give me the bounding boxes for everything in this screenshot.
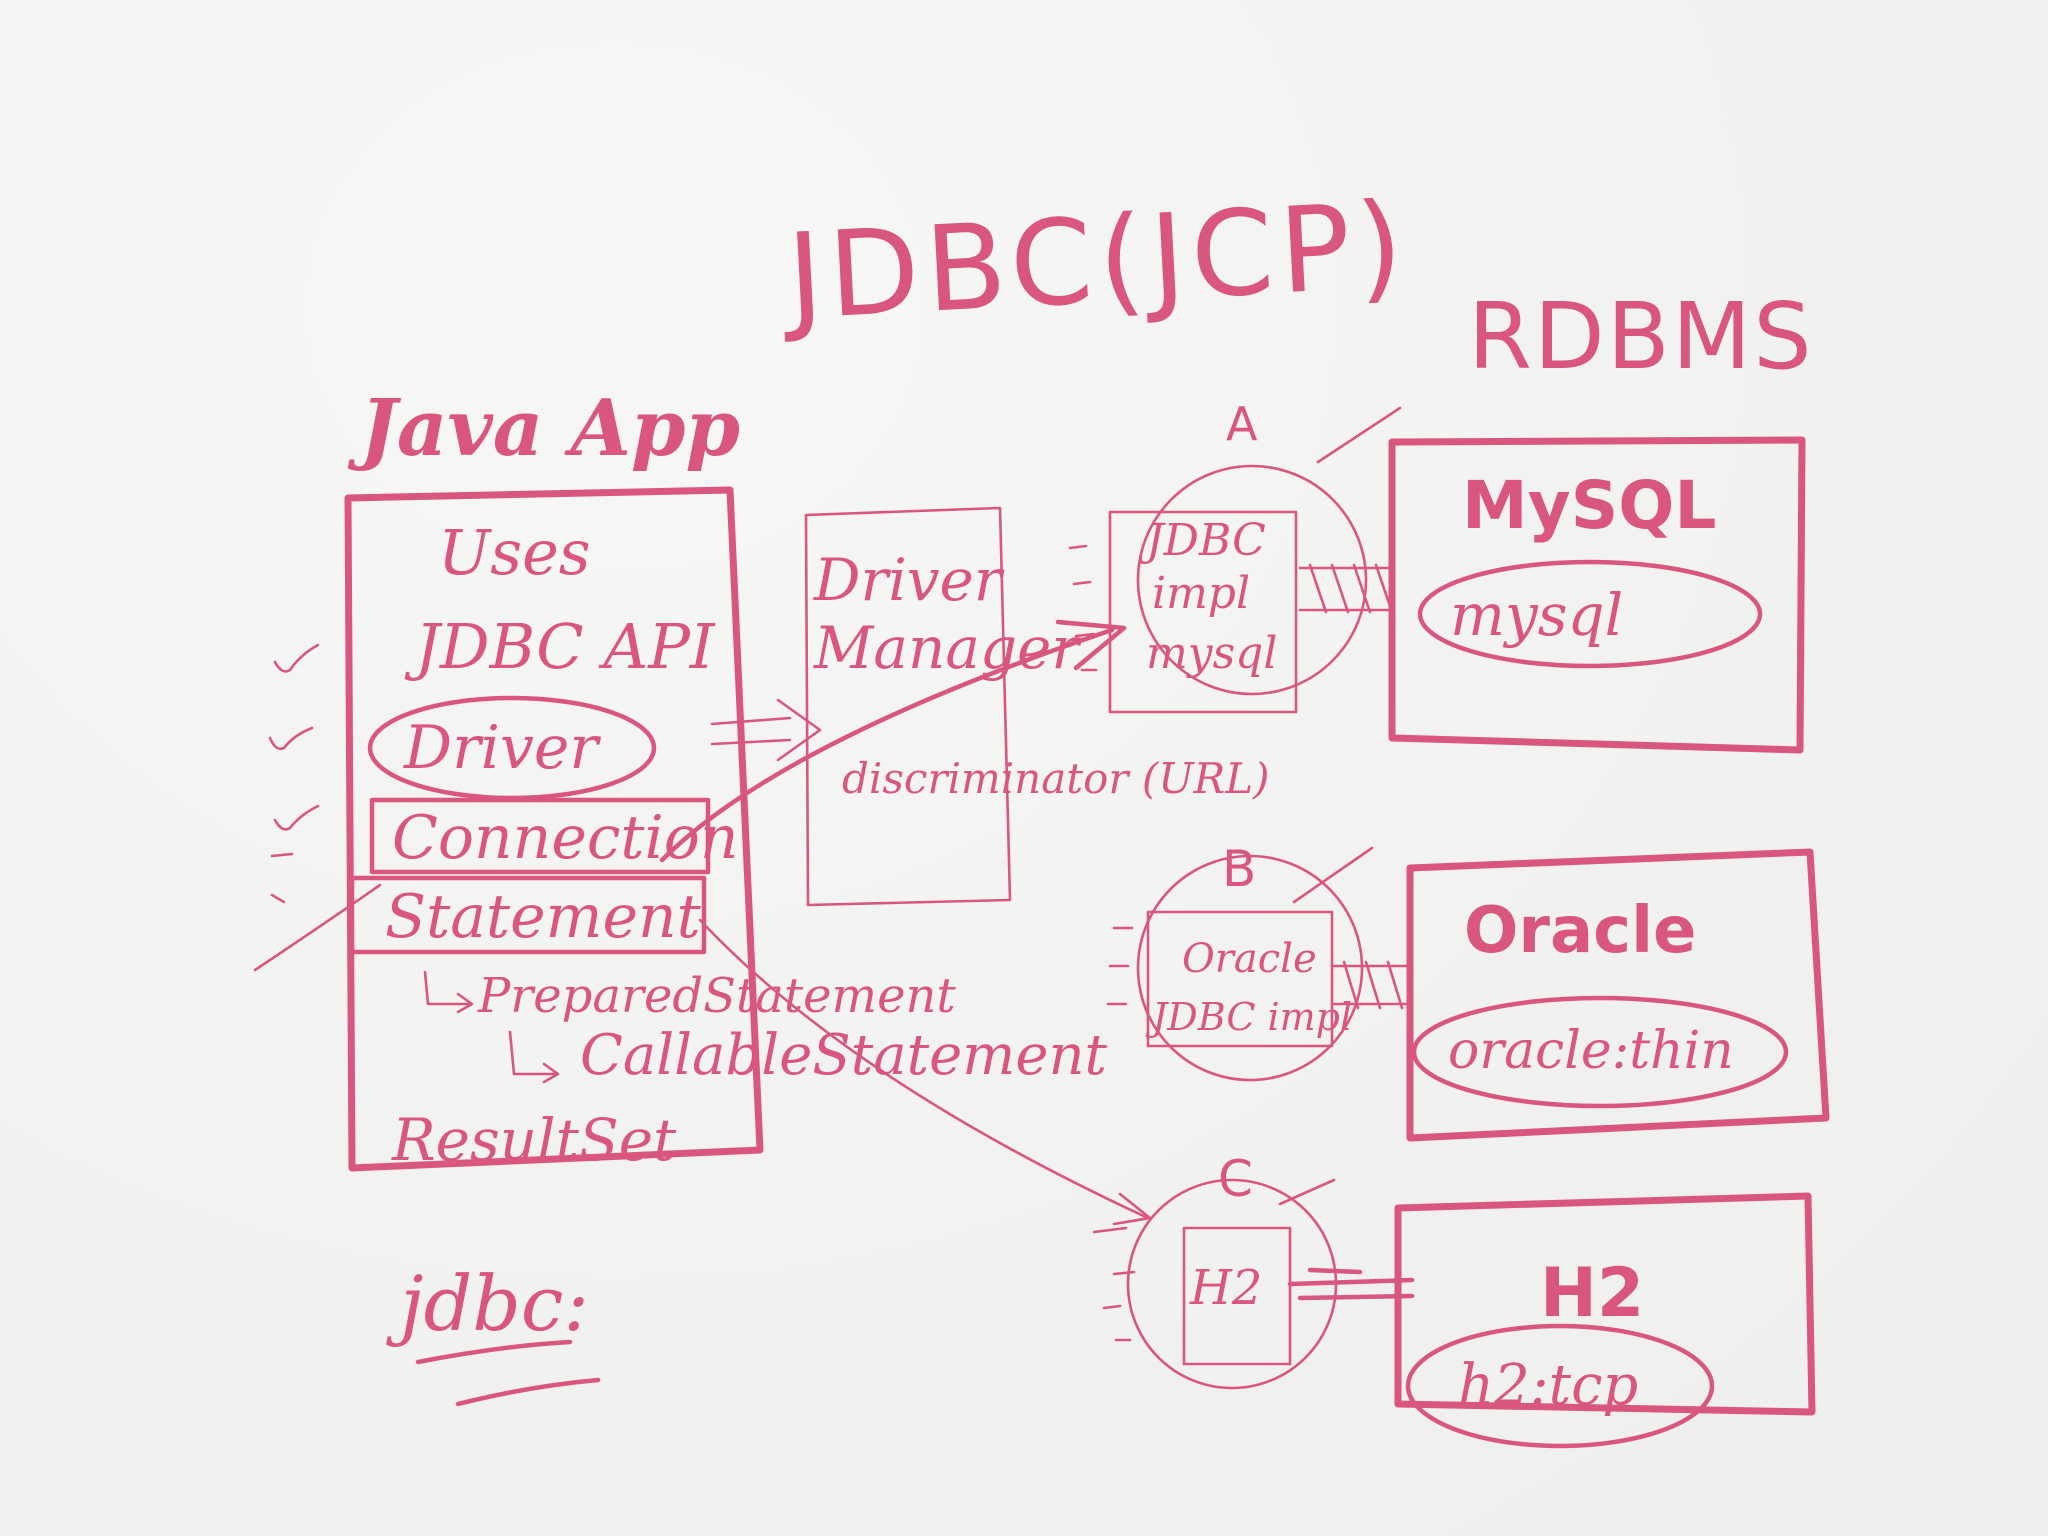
statement-item: Statement <box>385 882 702 952</box>
oracle-impl-circle <box>1136 854 1364 1082</box>
h2-impl-label: H2 <box>1189 1260 1262 1316</box>
mysql-connector-hatch <box>1298 563 1394 614</box>
driver-manager-line1: Driver <box>813 546 1005 614</box>
oracle-url-ellipse <box>1411 995 1789 1109</box>
java-app-api-label: JDBC API <box>404 610 716 683</box>
statement-to-h2-arrow <box>698 918 1150 1220</box>
h2-box <box>1394 1192 1816 1416</box>
statement-box <box>349 875 707 955</box>
jdbc-underline-1 <box>415 1339 573 1365</box>
connection-box <box>369 797 711 875</box>
driver-manager-line2: Manager <box>813 614 1082 682</box>
h2-pointer-line <box>1278 1178 1336 1206</box>
h2-impl-box <box>1182 1226 1292 1366</box>
h2-connector-lines <box>1287 1267 1415 1301</box>
mysql-name: MySQL <box>1462 467 1716 544</box>
rdbms-heading: RDBMS <box>1468 283 1814 390</box>
connection-item: Connection <box>392 803 739 873</box>
oracle-impl-line1: Oracle <box>1182 936 1317 982</box>
app-to-manager-arrow <box>710 698 822 762</box>
mysql-url: mysql <box>1450 581 1623 649</box>
mysql-impl-box <box>1108 510 1298 714</box>
driver-item: Driver <box>403 713 601 783</box>
resultset-label: ResultSet <box>391 1106 677 1174</box>
mysql-box <box>1388 436 1806 754</box>
checkmark-icons <box>268 643 320 904</box>
callable-statement-label: CallableStatement <box>580 1023 1108 1088</box>
jdbc-prefix-label: jdbc: <box>386 1259 589 1348</box>
h2-name: H2 <box>1540 1254 1644 1333</box>
diagram-title: JDBC(JCP) <box>777 176 1412 347</box>
callable-arrow-icon <box>508 1030 560 1084</box>
oracle-url: oracle:thin <box>1448 1021 1734 1081</box>
discriminator-label: discriminator (URL) <box>842 754 1270 803</box>
mysql-impl-line3: mysql <box>1146 628 1277 679</box>
prepared-arrow-icon <box>423 970 474 1014</box>
marker-b: B <box>1222 840 1256 898</box>
oracle-box <box>1406 848 1830 1142</box>
mysql-url-ellipse <box>1417 559 1763 669</box>
oracle-impl-box <box>1146 910 1334 1048</box>
mysql-impl-line2: impl <box>1152 568 1250 619</box>
connection-to-mysql-arrow <box>659 627 1115 863</box>
h2-arrowhead-icon <box>1112 1192 1152 1226</box>
h2-url: h2:tcp <box>1458 1353 1638 1418</box>
java-app-uses-label: Uses <box>438 516 591 589</box>
prepared-statement-label: PreparedStatement <box>477 968 956 1024</box>
driver-manager-box <box>804 506 1012 907</box>
impl-tick-marks <box>1068 544 1136 1342</box>
h2-url-ellipse <box>1405 1323 1715 1449</box>
oracle-connector-hatch <box>1332 960 1412 1010</box>
mysql-pointer-line <box>1316 406 1402 464</box>
mysql-impl-circle <box>1136 464 1368 696</box>
jdbc-underline-2 <box>455 1377 601 1407</box>
mysql-arrowhead-icon <box>1055 619 1127 671</box>
oracle-pointer-line <box>1292 846 1374 904</box>
mysql-impl-line1: JDBC <box>1138 515 1266 566</box>
oracle-name: Oracle <box>1464 894 1696 968</box>
marker-a: A <box>1226 397 1258 451</box>
oracle-impl-line2: JDBC impl <box>1145 995 1352 1039</box>
java-app-heading: Java App <box>347 383 740 474</box>
statement-entry-line <box>253 883 382 972</box>
